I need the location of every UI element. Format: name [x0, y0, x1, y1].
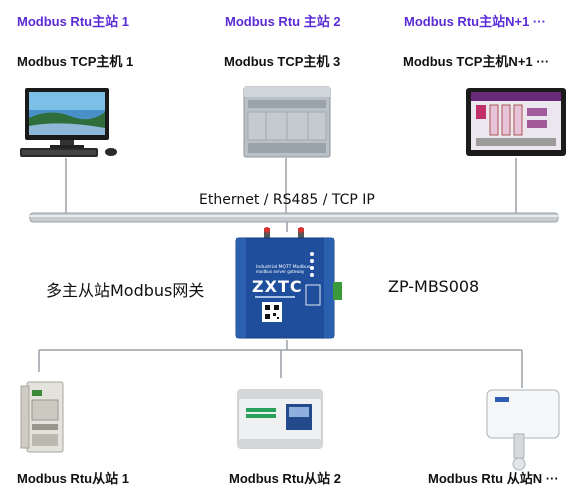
bus-label: Ethernet / RS485 / TCP IP [199, 192, 375, 208]
ethernet-bus [29, 212, 559, 223]
tcp-master-n-label: Modbus TCP主机N+1 ··· [403, 54, 550, 69]
hmi-touchscreen-icon [466, 88, 566, 156]
svg-text:modbus server gateway: modbus server gateway [256, 269, 305, 274]
plc-module-icon [237, 389, 323, 449]
rtu-master-n-label: Modbus Rtu主站N+1 ··· [404, 14, 546, 29]
temperature-humidity-sensor-icon [486, 389, 560, 471]
tcp-master-3-label: Modbus TCP主机 3 [224, 54, 341, 69]
rtu-master-1-label: Modbus Rtu主站 1 [17, 14, 129, 29]
rtu-slave-2-label: Modbus Rtu从站 2 [229, 471, 341, 486]
desktop-computer-icon [20, 88, 117, 157]
rtu-slave-n-label: Modbus Rtu 从站N ··· [428, 471, 559, 486]
plc-controller-icon [243, 86, 331, 158]
rtu-master-2-label: Modbus Rtu 主站 2 [225, 14, 341, 29]
gateway-device: Industrial MQTT Modbus modbus server gat… [235, 227, 342, 339]
gateway-model: ZP-MBS008 [388, 277, 480, 296]
gateway-brand: ZXTC [252, 277, 303, 296]
rtu-slave-1-label: Modbus Rtu从站 1 [17, 471, 129, 486]
servo-drive-icon [20, 381, 64, 453]
gateway-name: 多主从站Modbus网关 [46, 281, 205, 300]
svg-text:Industrial MQTT Modbus: Industrial MQTT Modbus [256, 264, 311, 270]
tcp-master-1-label: Modbus TCP主机 1 [17, 54, 134, 69]
